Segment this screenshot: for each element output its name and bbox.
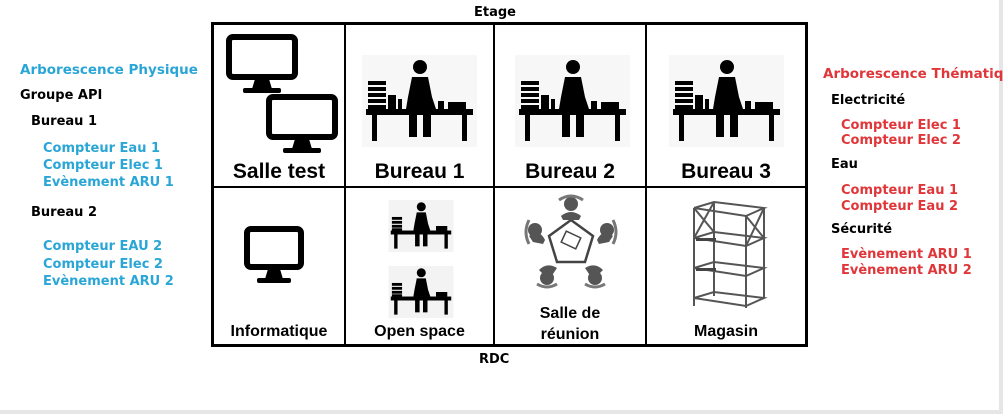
room-label: Magasin (693, 323, 758, 340)
office-worker-icon (362, 55, 477, 147)
tree-leaf[interactable]: Compteur Eau 1 (841, 183, 959, 198)
physical-tree-title: Arborescence Physique (20, 62, 198, 78)
tree-leaf[interactable]: Evènement ARU 2 (43, 274, 174, 289)
thematic-tree-title: Arborescence Thématique (823, 66, 1003, 82)
room-label: Open space (374, 323, 465, 340)
room-label: Bureau 2 (525, 160, 615, 183)
tree-leaf[interactable]: Evènement ARU 1 (43, 175, 174, 190)
tree-leaf[interactable]: Compteur Eau 2 (841, 199, 959, 214)
room-label: réunion (540, 326, 600, 343)
room-magasin[interactable]: Magasin (647, 188, 805, 345)
room-label: Bureau 3 (681, 160, 771, 183)
room-bureau-2[interactable]: Bureau 2 (495, 25, 645, 186)
tree-leaf[interactable]: Compteur Eau 1 (43, 141, 161, 156)
room-label: Salle test (232, 160, 326, 183)
room-informatique[interactable]: Informatique (214, 188, 344, 345)
rdc-label: RDC (479, 352, 510, 367)
tree-bureau-2[interactable]: Bureau 2 (31, 205, 97, 220)
room-label: Bureau 1 (374, 160, 465, 183)
office-worker-icon (388, 266, 454, 318)
tree-leaf[interactable]: Compteur Elec 2 (43, 257, 163, 272)
tree-leaf[interactable]: Compteur Elec 1 (43, 158, 163, 173)
tree-leaf[interactable]: Evènement ARU 1 (841, 247, 972, 262)
tree-leaf[interactable]: Compteur Elec 1 (841, 118, 961, 133)
floor-plan-grid: Salle test Bureau 1 (211, 22, 808, 347)
room-label: Salle de (539, 305, 601, 322)
room-salle-reunion[interactable]: Salle de réunion (495, 188, 645, 345)
office-worker-icon (388, 200, 454, 252)
grid-divider (214, 186, 805, 188)
office-worker-icon (515, 55, 630, 147)
tree-leaf[interactable]: Compteur Elec 2 (841, 133, 961, 148)
room-bureau-1[interactable]: Bureau 1 (346, 25, 493, 186)
room-label: Informatique (230, 323, 328, 340)
tree-group-api[interactable]: Groupe API (20, 88, 103, 103)
tree-electricite[interactable]: Electricité (831, 93, 906, 108)
monitor-icon (266, 94, 338, 153)
etage-label: Etage (474, 5, 516, 20)
grid-divider (645, 25, 647, 344)
room-open-space[interactable]: Open space (346, 188, 493, 345)
monitor-icon (226, 34, 298, 93)
tree-securite[interactable]: Sécurité (831, 222, 893, 237)
office-worker-icon (669, 55, 784, 147)
meeting-table-icon (524, 194, 618, 289)
monitor-icon (244, 226, 304, 283)
tree-bureau-1[interactable]: Bureau 1 (31, 114, 97, 129)
room-bureau-3[interactable]: Bureau 3 (647, 25, 805, 186)
room-salle-test[interactable]: Salle test (214, 25, 344, 186)
tree-eau[interactable]: Eau (831, 157, 858, 172)
grid-divider (493, 25, 495, 344)
tree-leaf[interactable]: Evènement ARU 2 (841, 263, 972, 278)
tree-leaf[interactable]: Compteur EAU 2 (43, 239, 163, 254)
grid-divider (344, 25, 346, 344)
shelving-icon (693, 200, 768, 308)
